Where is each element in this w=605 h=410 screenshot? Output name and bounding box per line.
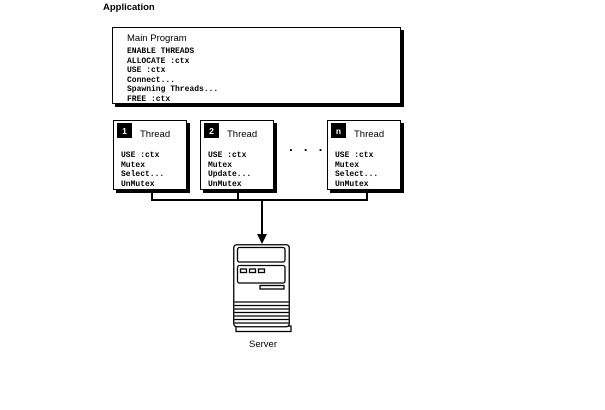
thread-2-connector-line (237, 190, 239, 199)
server-arrow-shaft (261, 200, 263, 234)
thread-n-connector-line (366, 190, 368, 199)
application-label: Application (103, 2, 155, 13)
main-program-box: Main Program ENABLE THREADS ALLOCATE :ct… (112, 27, 401, 104)
thread-box-2: 2 Thread USE :ctx Mutex Update... UnMute… (200, 120, 274, 190)
thread-box-n: n Thread USE :ctx Mutex Select... UnMute… (327, 120, 401, 190)
thread-n-title: Thread (354, 129, 385, 140)
thread-1-connector-line (151, 190, 153, 199)
thread-2-badge: 2 (204, 123, 219, 138)
thread-2-code: USE :ctx Mutex Update... UnMutex (208, 151, 252, 190)
thread-1-badge: 1 (117, 123, 132, 138)
thread-n-code: USE :ctx Mutex Select... UnMutex (335, 151, 379, 190)
thread-n-badge: n (331, 123, 346, 138)
thread-bus-line (151, 199, 368, 201)
main-program-title: Main Program (127, 33, 187, 44)
thread-continuation-ellipsis: ... (287, 140, 332, 155)
thread-1-title: Thread (140, 129, 171, 140)
main-program-code: ENABLE THREADS ALLOCATE :ctx USE :ctx Co… (127, 47, 219, 104)
thread-2-title: Thread (227, 129, 258, 140)
server-tower-icon (233, 244, 292, 333)
thread-box-1: 1 Thread USE :ctx Mutex Select... UnMute… (113, 120, 187, 190)
server-label: Server (249, 339, 277, 350)
thread-1-code: USE :ctx Mutex Select... UnMutex (121, 151, 165, 190)
server-arrow-head-icon (257, 234, 267, 244)
